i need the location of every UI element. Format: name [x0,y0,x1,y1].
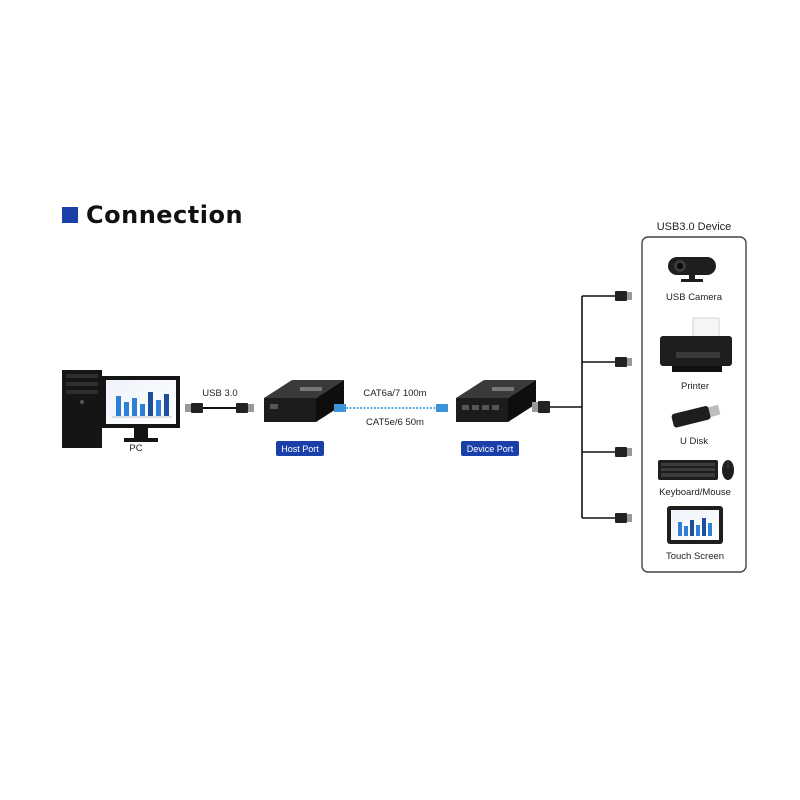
device-port-label: Device Port [467,444,514,454]
usb-drive-icon [671,404,721,428]
device-label-printer: Printer [681,381,709,392]
usb-fanout-cables [532,291,632,523]
device-label-touch-screen: Touch Screen [666,551,724,562]
screen-bar-chart-icon [112,392,172,418]
ethernet-cable [334,404,448,412]
webcam-icon [668,257,716,282]
host-port-badge [276,441,324,456]
tablet-icon [667,506,723,544]
device-label-u-disk: U Disk [680,436,708,447]
usb-label: USB 3.0 [202,388,237,399]
usb-cable [185,403,254,413]
section-heading: Connection [62,200,243,230]
pc-label: PC [129,443,142,454]
device-port-badge [461,441,519,456]
page-title: Connection [86,201,244,229]
host-port-label: Host Port [281,444,319,454]
cable-bottom-label: CAT5e/6 50m [366,417,424,428]
keyboard-mouse-icon [658,460,734,480]
host-extender-icon [264,380,344,422]
device-label-usb-camera: USB Camera [666,292,723,303]
heading-square-icon [62,207,78,223]
pc-icon [62,370,180,448]
usb-device-panel-title: USB3.0 Device [657,221,732,233]
printer-icon [660,317,732,372]
cable-top-label: CAT6a/7 100m [363,388,426,399]
device-label-keyboard-mouse: Keyboard/Mouse [659,487,731,498]
device-extender-icon [456,380,536,422]
usb-device-panel [641,236,747,573]
